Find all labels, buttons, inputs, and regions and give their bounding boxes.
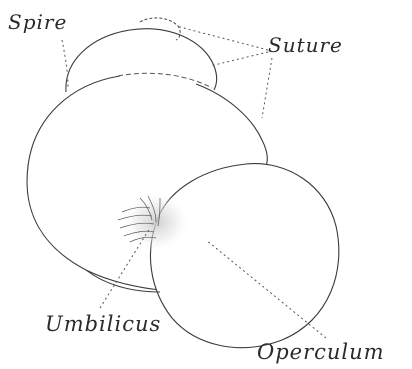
- body-whorl-outline: [27, 76, 160, 290]
- suture-leader-1: [176, 26, 268, 50]
- label-umbilicus: Umbilicus: [45, 312, 161, 336]
- suture-line-upper: [118, 73, 212, 88]
- label-suture: Suture: [268, 33, 343, 57]
- suture-leader-3: [262, 58, 272, 118]
- spire-leader: [62, 40, 68, 88]
- body-whorl-right: [196, 84, 267, 172]
- suture-leader-2: [210, 52, 268, 66]
- umbilicus-leader: [100, 228, 150, 308]
- label-operculum: Operculum: [257, 340, 385, 364]
- label-spire: Spire: [8, 10, 67, 34]
- spire-whorl: [66, 29, 217, 92]
- operculum-shape: [150, 164, 338, 348]
